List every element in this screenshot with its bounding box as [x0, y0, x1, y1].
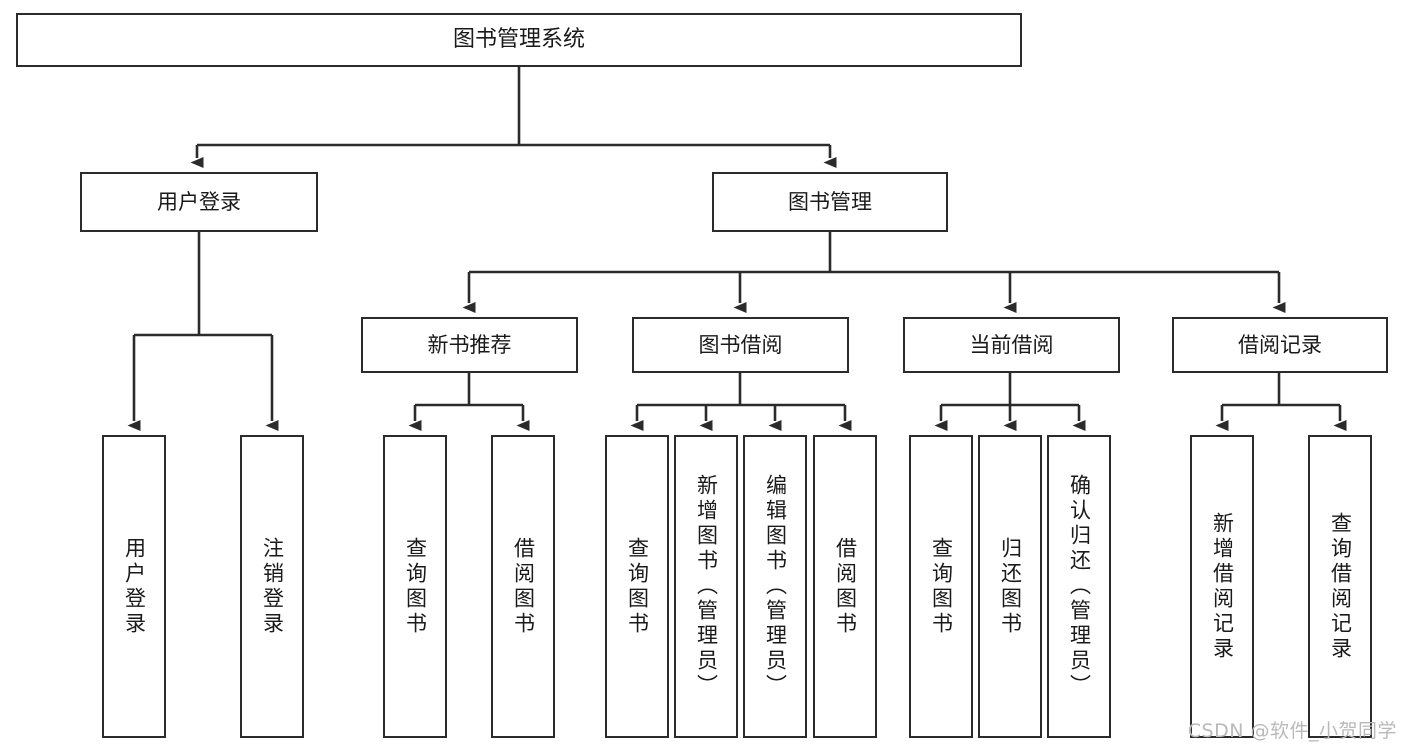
node-label: 借阅图书	[511, 536, 536, 637]
node-book-borrow[interactable]: 图书借阅	[632, 317, 849, 373]
leaf-borrow-book[interactable]: 借阅图书	[813, 435, 877, 738]
leaf-add-book-admin[interactable]: 新增图书（管理员）	[674, 435, 738, 738]
node-label: 查询图书	[929, 536, 954, 637]
leaf-user-login[interactable]: 用户登录	[102, 435, 166, 738]
node-label: 新增借阅记录	[1210, 511, 1235, 662]
node-book-management[interactable]: 图书管理	[712, 172, 948, 232]
node-user-login[interactable]: 用户登录	[80, 172, 318, 232]
node-label: 借阅图书	[833, 536, 858, 637]
node-current-borrow[interactable]: 当前借阅	[903, 317, 1120, 373]
node-label: 编辑图书（管理员）	[763, 474, 788, 699]
leaf-query-book-current[interactable]: 查询图书	[909, 435, 973, 738]
node-borrow-record[interactable]: 借阅记录	[1172, 317, 1388, 373]
node-label: 归还图书	[998, 536, 1023, 637]
node-label: 图书管理	[788, 189, 872, 214]
node-label: 借阅记录	[1238, 332, 1322, 357]
node-label: 查询借阅记录	[1328, 511, 1353, 662]
node-label: 用户登录	[122, 536, 147, 637]
node-label: 用户登录	[157, 189, 241, 214]
node-root-book-management-system[interactable]: 图书管理系统	[16, 13, 1022, 67]
leaf-query-book-recommend[interactable]: 查询图书	[383, 435, 447, 738]
leaf-edit-book-admin[interactable]: 编辑图书（管理员）	[743, 435, 807, 738]
leaf-query-book-borrow[interactable]: 查询图书	[605, 435, 669, 738]
node-label: 图书管理系统	[452, 27, 585, 53]
leaf-user-logout[interactable]: 注销登录	[240, 435, 304, 738]
node-label: 注销登录	[260, 536, 285, 637]
node-label: 当前借阅	[969, 332, 1054, 357]
node-label: 查询图书	[625, 536, 650, 637]
node-new-book-recommend[interactable]: 新书推荐	[361, 317, 578, 373]
node-label: 图书借阅	[698, 332, 783, 357]
node-label: 新书推荐	[427, 332, 512, 357]
leaf-query-borrow-record[interactable]: 查询借阅记录	[1308, 435, 1372, 738]
leaf-confirm-return-admin[interactable]: 确认归还（管理员）	[1047, 435, 1111, 738]
leaf-borrow-book-recommend[interactable]: 借阅图书	[491, 435, 555, 738]
node-label: 查询图书	[403, 536, 428, 637]
csdn-watermark: CSDN @软件_小贺同学	[1187, 720, 1397, 742]
leaf-return-book[interactable]: 归还图书	[978, 435, 1042, 738]
leaf-add-borrow-record[interactable]: 新增借阅记录	[1190, 435, 1254, 738]
node-label: 确认归还（管理员）	[1067, 474, 1092, 699]
node-label: 新增图书（管理员）	[694, 474, 719, 699]
